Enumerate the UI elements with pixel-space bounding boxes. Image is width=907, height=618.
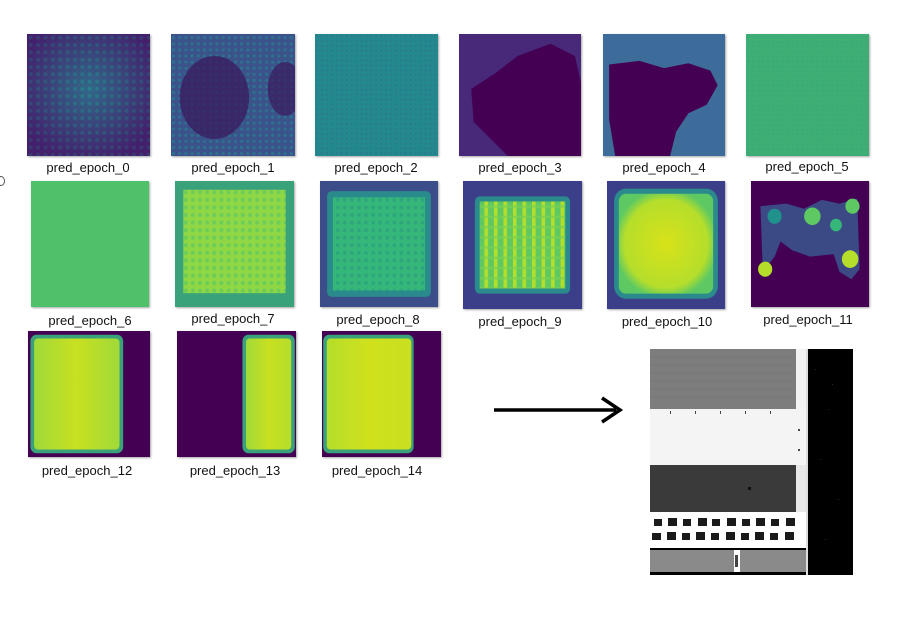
caption-epoch-10: pred_epoch_10 [621, 314, 713, 329]
caption-epoch-14: pred_epoch_14 [331, 463, 423, 478]
caption-epoch-12: pred_epoch_12 [41, 463, 133, 478]
caption-epoch-8: pred_epoch_8 [336, 312, 420, 327]
thumbnail-epoch-5[interactable] [746, 34, 869, 156]
thumbnail-epoch-3[interactable] [459, 34, 581, 156]
thumbnail-epoch-2[interactable] [315, 34, 438, 156]
thumbnail-epoch-14[interactable] [322, 331, 441, 457]
thumbnail-epoch-8[interactable] [320, 181, 438, 307]
caption-epoch-0: pred_epoch_0 [46, 160, 130, 175]
thumbnail-epoch-9[interactable] [463, 181, 582, 309]
caption-epoch-13: pred_epoch_13 [189, 463, 281, 478]
caption-epoch-5: pred_epoch_5 [765, 159, 849, 174]
caption-epoch-6: pred_epoch_6 [48, 313, 132, 328]
right-arrow-icon [492, 392, 624, 428]
caption-epoch-7: pred_epoch_7 [191, 311, 275, 326]
caption-epoch-3: pred_epoch_3 [478, 160, 562, 175]
thumbnail-epoch-10[interactable] [607, 181, 725, 309]
thumbnail-epoch-4[interactable] [603, 34, 725, 156]
caption-epoch-1: pred_epoch_1 [191, 160, 275, 175]
edge-artifact [0, 176, 5, 186]
caption-epoch-2: pred_epoch_2 [334, 160, 418, 175]
caption-epoch-9: pred_epoch_9 [478, 314, 562, 329]
caption-epoch-11: pred_epoch_11 [763, 312, 853, 327]
thumbnail-epoch-0[interactable] [27, 34, 150, 156]
thumbnail-epoch-11[interactable] [751, 181, 869, 307]
thumbnail-epoch-6[interactable] [31, 181, 149, 307]
thumbnail-epoch-7[interactable] [175, 181, 294, 307]
thumbnail-epoch-1[interactable] [171, 34, 295, 156]
thumbnail-epoch-13[interactable] [177, 331, 296, 457]
thumbnail-epoch-12[interactable] [28, 331, 150, 457]
target-image [650, 349, 853, 575]
caption-epoch-4: pred_epoch_4 [622, 160, 706, 175]
